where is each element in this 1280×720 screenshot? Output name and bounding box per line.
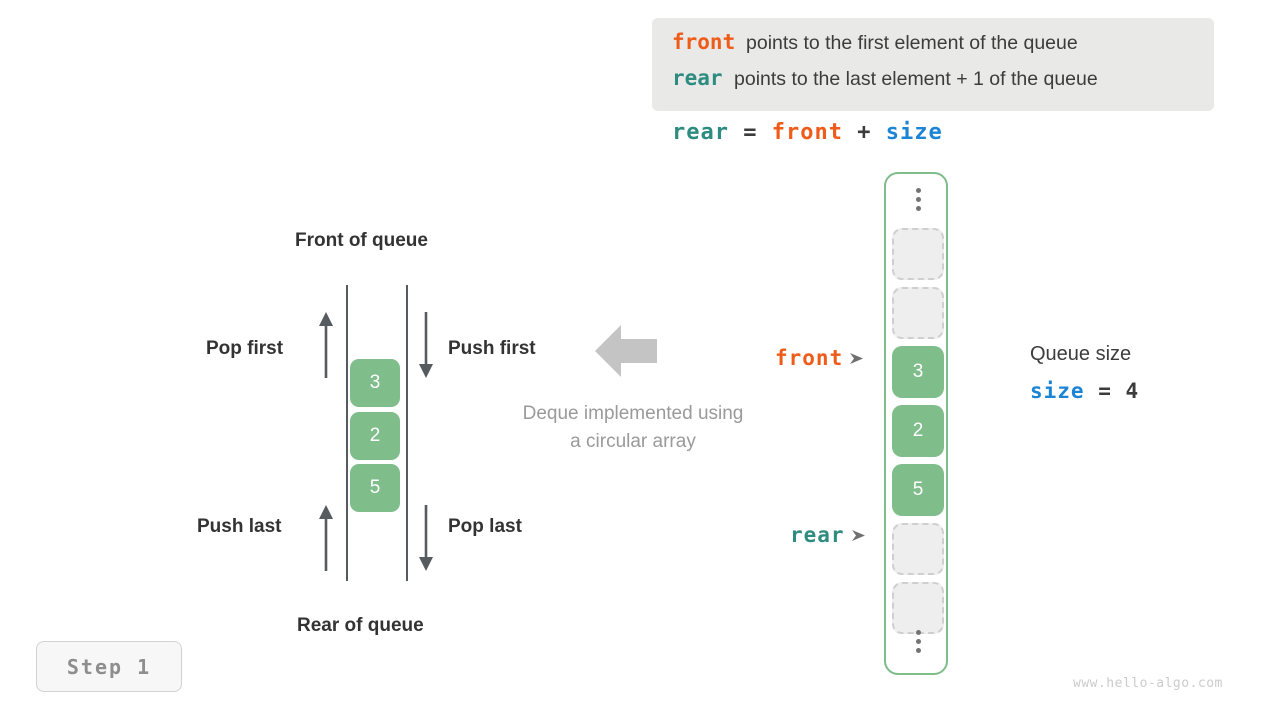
pointer-front: front [775, 346, 864, 370]
arrow-up-push-last-icon [318, 505, 334, 571]
big-left-arrow-icon [595, 325, 657, 382]
label-pop-first: Pop first [206, 338, 284, 359]
circular-array-container: 3 2 5 [884, 172, 948, 675]
formula-size: size [885, 120, 943, 145]
legend-box: front points to the first element of the… [652, 18, 1214, 111]
deque-caption-line2: a circular array [570, 431, 696, 452]
deque-rail-left [346, 285, 348, 581]
step-badge: Step 1 [36, 641, 182, 692]
label-push-last: Push last [197, 516, 282, 537]
formula-rear-equals-front-plus-size: rear = front + size [672, 120, 943, 145]
legend-row-front: front points to the first element of the… [672, 30, 1194, 66]
ellipsis-dots-top-icon [886, 188, 950, 211]
deque-caption: Deque implemented using a circular array [492, 400, 774, 456]
rear-of-queue-label: Rear of queue [297, 615, 424, 636]
front-of-queue-label: Front of queue [295, 230, 428, 251]
queue-size-expression: size = 4 [1030, 379, 1139, 403]
array-slot: 3 [892, 346, 944, 398]
array-slot: 5 [892, 464, 944, 516]
label-push-first: Push first [448, 338, 536, 359]
arrow-down-pop-last-icon [418, 505, 434, 571]
queue-size-var: size [1030, 379, 1085, 403]
legend-text-rear: points to the last element + 1 of the qu… [734, 68, 1098, 90]
queue-size-equals: = [1098, 379, 1112, 403]
pointer-rear: rear [790, 523, 866, 547]
pointer-arrow-right-icon [851, 529, 866, 542]
arrow-down-push-first-icon [418, 312, 434, 378]
arrow-up-pop-first-icon [318, 312, 334, 378]
legend-keyword-front: front [672, 30, 736, 54]
legend-text-front: points to the first element of the queue [746, 32, 1078, 54]
array-slot [892, 228, 944, 280]
deque-rail-right [406, 285, 408, 581]
ellipsis-dots-bottom-icon [886, 630, 950, 653]
formula-plus: + [857, 120, 872, 145]
pointer-rear-label: rear [790, 523, 845, 547]
array-slot: 2 [892, 405, 944, 457]
queue-size-number: 4 [1125, 379, 1140, 403]
deque-cell: 5 [350, 464, 400, 512]
deque-caption-line1: Deque implemented using [522, 403, 744, 424]
formula-front: front [771, 120, 843, 145]
watermark: www.hello-algo.com [1073, 676, 1223, 691]
deque-cell: 3 [350, 359, 400, 407]
queue-size-title: Queue size [1030, 343, 1132, 365]
deque-cell: 2 [350, 412, 400, 460]
pointer-front-label: front [775, 346, 844, 370]
label-pop-last: Pop last [448, 516, 522, 537]
legend-keyword-rear: rear [672, 66, 723, 90]
formula-equals: = [743, 120, 758, 145]
array-slot [892, 523, 944, 575]
legend-row-rear: rear points to the last element + 1 of t… [672, 66, 1194, 102]
array-slot [892, 582, 944, 634]
array-slot [892, 287, 944, 339]
pointer-arrow-right-icon [850, 352, 864, 365]
formula-rear: rear [672, 120, 729, 145]
